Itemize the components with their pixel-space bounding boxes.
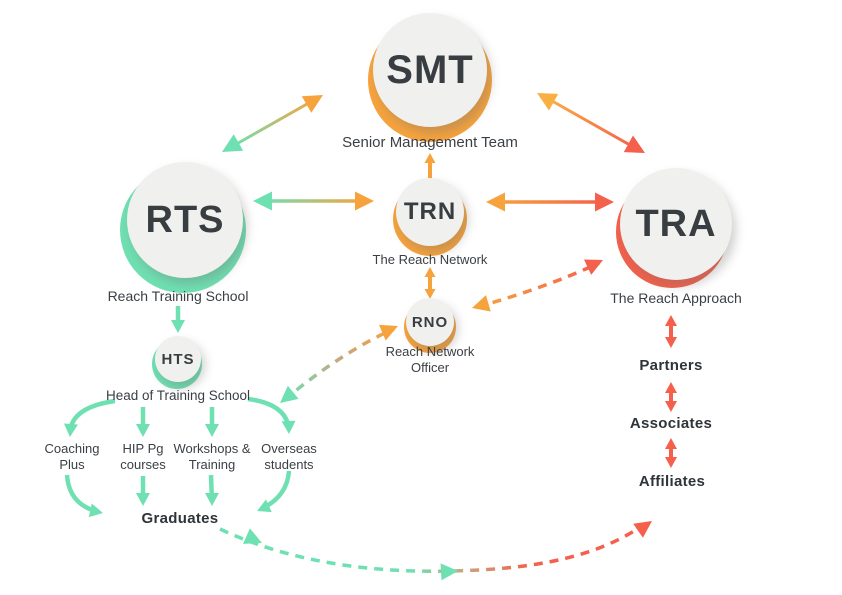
node-smt-acronym: SMT — [386, 47, 474, 92]
dashed-arrow-rno-tra — [472, 259, 603, 312]
arrows-hts-branches — [63, 396, 296, 437]
affiliates-label: Affiliates — [638, 473, 706, 490]
arrows-branches-graduates — [64, 470, 292, 518]
node-trn: TRN — [396, 178, 464, 246]
arrow-smt-rts — [222, 95, 323, 152]
dashed-arrow-graduates-tra — [219, 520, 652, 581]
node-smt: SMT — [373, 13, 487, 127]
node-rno-acronym: RNO — [411, 313, 449, 331]
partners-label: Partners — [639, 357, 703, 374]
node-smt-label: Senior Management Team — [342, 134, 518, 151]
graduates-label: Graduates — [141, 510, 219, 527]
arrow-trn-rno — [424, 267, 436, 299]
arrow-rts-trn — [253, 191, 374, 211]
node-tra-acronym: TRA — [635, 202, 717, 245]
node-rno-label: Reach Network Officer — [385, 344, 475, 375]
branch-overseas-students: Overseas students — [261, 441, 317, 472]
node-rno: RNO — [406, 298, 454, 346]
arrows-tra-chain — [665, 315, 677, 468]
arrow-rts-hts — [171, 306, 185, 333]
node-rts: RTS — [127, 162, 243, 278]
node-hts: HTS — [155, 336, 201, 382]
node-tra-label: The Reach Approach — [610, 290, 742, 306]
arrow-smt-tra — [537, 93, 645, 153]
branch-hip-pg-courses: HIP Pg courses — [120, 441, 166, 472]
node-hts-label: Head of Training School — [105, 388, 251, 403]
branch-coaching-plus: Coaching Plus — [44, 441, 100, 472]
node-tra: TRA — [620, 168, 732, 280]
node-rts-label: Reach Training School — [107, 288, 249, 304]
dashed-arrow-hts-rno — [280, 324, 398, 403]
node-hts-acronym: HTS — [161, 350, 195, 368]
node-trn-acronym: TRN — [403, 198, 457, 225]
node-rts-acronym: RTS — [145, 198, 225, 241]
arrow-trn-tra — [486, 192, 614, 212]
associates-label: Associates — [629, 415, 713, 432]
node-trn-label: The Reach Network — [372, 252, 488, 267]
branch-workshops-training: Workshops & Training — [173, 441, 251, 472]
